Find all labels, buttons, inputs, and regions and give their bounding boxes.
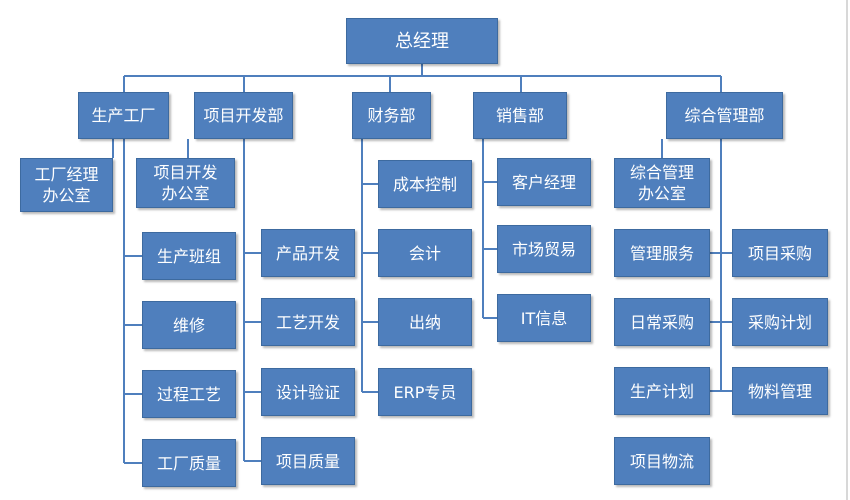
node-product-development: 产品开发 xyxy=(261,229,355,277)
node-project-dev-office: 项目开发 办公室 xyxy=(136,158,235,208)
node-accounting: 会计 xyxy=(378,229,472,277)
node-material-management: 物料管理 xyxy=(732,367,828,415)
node-maintenance: 维修 xyxy=(142,301,236,349)
dept-finance: 财务部 xyxy=(352,92,431,139)
node-general-admin-office: 综合管理 办公室 xyxy=(614,158,710,208)
node-factory-manager-office: 工厂经理 办公室 xyxy=(20,158,113,212)
dept-project-dev: 项目开发部 xyxy=(194,92,293,139)
dept-general-admin: 综合管理部 xyxy=(666,92,783,139)
node-project-quality: 项目质量 xyxy=(261,437,355,485)
node-market-trade: 市场贸易 xyxy=(497,225,591,273)
node-process-engineering: 过程工艺 xyxy=(142,370,236,418)
node-it-information: IT信息 xyxy=(497,294,591,342)
node-account-manager: 客户经理 xyxy=(497,158,591,206)
node-production-team: 生产班组 xyxy=(142,232,236,280)
node-erp-specialist: ERP专员 xyxy=(378,368,472,416)
node-design-verification: 设计验证 xyxy=(261,368,355,416)
node-project-procurement: 项目采购 xyxy=(732,229,828,277)
dept-sales: 销售部 xyxy=(473,92,567,139)
root-node-general-manager: 总经理 xyxy=(346,18,498,64)
node-production-planning: 生产计划 xyxy=(614,367,710,415)
node-procurement-planning: 采购计划 xyxy=(732,298,828,346)
node-cost-control: 成本控制 xyxy=(378,160,472,208)
node-project-logistics: 项目物流 xyxy=(614,437,710,485)
node-cashier: 出纳 xyxy=(378,298,472,346)
node-factory-quality: 工厂质量 xyxy=(142,439,236,487)
dept-production: 生产工厂 xyxy=(78,92,169,139)
right-edge-divider xyxy=(846,0,848,500)
node-management-service: 管理服务 xyxy=(614,229,710,277)
node-daily-procurement: 日常采购 xyxy=(614,298,710,346)
node-process-development: 工艺开发 xyxy=(261,298,355,346)
